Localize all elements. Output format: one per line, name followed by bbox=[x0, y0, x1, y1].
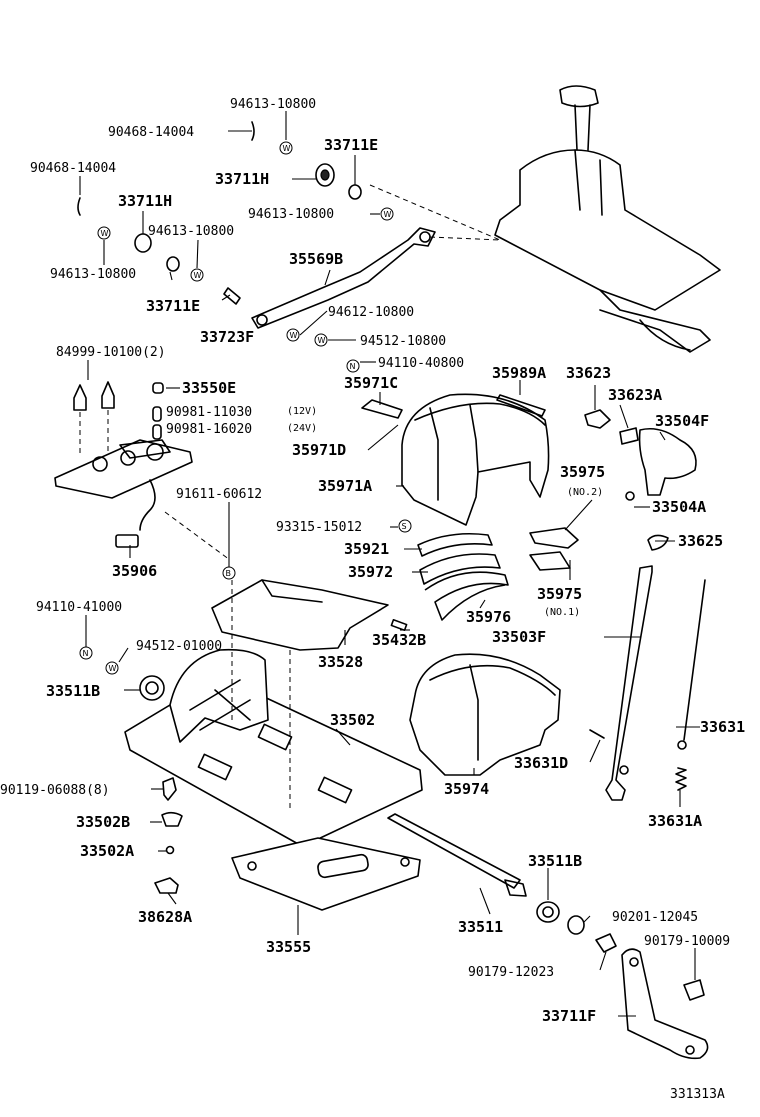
number-note: (NO.1) bbox=[544, 607, 580, 618]
washer-badges: W W W W W W N S B N W bbox=[79, 141, 412, 675]
part-label: 33502 bbox=[330, 711, 375, 729]
badge-w: W bbox=[101, 229, 109, 238]
part-label: 33528 bbox=[318, 653, 363, 671]
part-label: 90179-12023 bbox=[468, 965, 554, 980]
part-label: 33631A bbox=[648, 812, 702, 830]
part-label: 94512-10800 bbox=[360, 334, 446, 349]
part-label: 35975 bbox=[560, 463, 605, 481]
leader-lines bbox=[79, 111, 700, 1017]
badge-s: S bbox=[402, 522, 407, 531]
part-label: 33625 bbox=[678, 532, 723, 550]
part-label: 33711F bbox=[542, 1007, 596, 1025]
badge-w: W bbox=[194, 271, 202, 280]
part-label: 93315-15012 bbox=[276, 520, 362, 535]
select-shaft bbox=[387, 813, 617, 953]
part-label: 35972 bbox=[348, 563, 393, 581]
part-label: 33504A bbox=[652, 498, 706, 516]
part-label: 33511B bbox=[528, 852, 582, 870]
badge-w: W bbox=[283, 144, 291, 153]
voltage-note: (12V) bbox=[287, 406, 317, 417]
part-label: 33711H bbox=[215, 170, 269, 188]
part-label: 91611-60612 bbox=[176, 487, 262, 502]
bushing-left bbox=[139, 675, 165, 701]
part-label: 33511B bbox=[46, 682, 100, 700]
lamp-bulbs bbox=[152, 382, 164, 440]
part-label: 90119-06088(8) bbox=[0, 783, 110, 798]
shift-knob-parts bbox=[584, 409, 697, 551]
part-label: 94613-10800 bbox=[230, 97, 316, 112]
part-label: 33511 bbox=[458, 918, 503, 936]
part-label: 90201-12045 bbox=[612, 910, 698, 925]
part-label: 35432B bbox=[372, 631, 426, 649]
part-label: 33723F bbox=[200, 328, 254, 346]
part-label: 35971A bbox=[318, 477, 372, 495]
part-label: 90981-16020 bbox=[166, 422, 252, 437]
lower-housing bbox=[409, 653, 561, 776]
badge-n: N bbox=[350, 362, 356, 371]
transmission-housing bbox=[494, 85, 721, 353]
part-label: 33623 bbox=[566, 364, 611, 382]
part-label: 94512-01000 bbox=[136, 639, 222, 654]
part-label: 94613-10800 bbox=[248, 207, 334, 222]
part-label: 33623A bbox=[608, 386, 662, 404]
badge-w: W bbox=[109, 664, 117, 673]
indicator-lamp-plate bbox=[54, 381, 231, 561]
part-label: 90981-11030 bbox=[166, 405, 252, 420]
lever-33711f bbox=[621, 948, 709, 1060]
part-label: 33550E bbox=[182, 379, 236, 397]
badge-w: W bbox=[318, 336, 326, 345]
retainer-plate bbox=[211, 579, 389, 651]
part-label: 33503F bbox=[492, 628, 546, 646]
part-label: 33502B bbox=[76, 813, 130, 831]
number-note: (NO.2) bbox=[567, 487, 603, 498]
part-labels: 94613-10800 90468-14004 33711E 33711H 90… bbox=[0, 97, 745, 1102]
badge-b: B bbox=[226, 569, 232, 578]
part-label: 38628A bbox=[138, 908, 192, 926]
badge-w: W bbox=[290, 331, 298, 340]
diagram-id: 331313A bbox=[670, 1087, 725, 1102]
part-label: 90179-10009 bbox=[644, 934, 730, 949]
indicator-cover bbox=[361, 393, 550, 526]
part-label: 35976 bbox=[466, 608, 511, 626]
part-label: 35906 bbox=[112, 562, 157, 580]
part-label: 35921 bbox=[344, 540, 389, 558]
voltage-note: (24V) bbox=[287, 423, 317, 434]
link-bushings bbox=[77, 121, 362, 305]
part-label: 35975 bbox=[537, 585, 582, 603]
badge-n: N bbox=[83, 649, 89, 658]
part-label: 33502A bbox=[80, 842, 134, 860]
part-label: 94612-10800 bbox=[328, 305, 414, 320]
part-label: 90468-14004 bbox=[30, 161, 116, 176]
part-label: 33711H bbox=[118, 192, 172, 210]
shift-link-rod bbox=[251, 184, 501, 329]
part-label: 33555 bbox=[266, 938, 311, 956]
slide-plates bbox=[390, 527, 579, 632]
rod bbox=[675, 579, 706, 791]
part-label: 35971D bbox=[292, 441, 346, 459]
part-label: 94110-40800 bbox=[378, 356, 464, 371]
part-label: 33711E bbox=[146, 297, 200, 315]
part-label: 33711E bbox=[324, 136, 378, 154]
part-label: 33504F bbox=[655, 412, 709, 430]
part-label: 94613-10800 bbox=[148, 224, 234, 239]
part-label: 35971C bbox=[344, 374, 398, 392]
badge-w: W bbox=[384, 210, 392, 219]
main-bracket bbox=[124, 580, 423, 846]
part-label: 35569B bbox=[289, 250, 343, 268]
part-label: 84999-10100(2) bbox=[56, 345, 166, 360]
part-label: 35974 bbox=[444, 780, 489, 798]
shift-lever bbox=[589, 565, 653, 801]
bottom-plate bbox=[231, 837, 421, 911]
part-label: 35989A bbox=[492, 364, 546, 382]
fasteners-left bbox=[154, 777, 183, 894]
part-label: 94110-41000 bbox=[36, 600, 122, 615]
part-label: 33631 bbox=[700, 718, 745, 736]
part-label: 94613-10800 bbox=[50, 267, 136, 282]
part-label: 90468-14004 bbox=[108, 125, 194, 140]
part-label: 33631D bbox=[514, 754, 568, 772]
